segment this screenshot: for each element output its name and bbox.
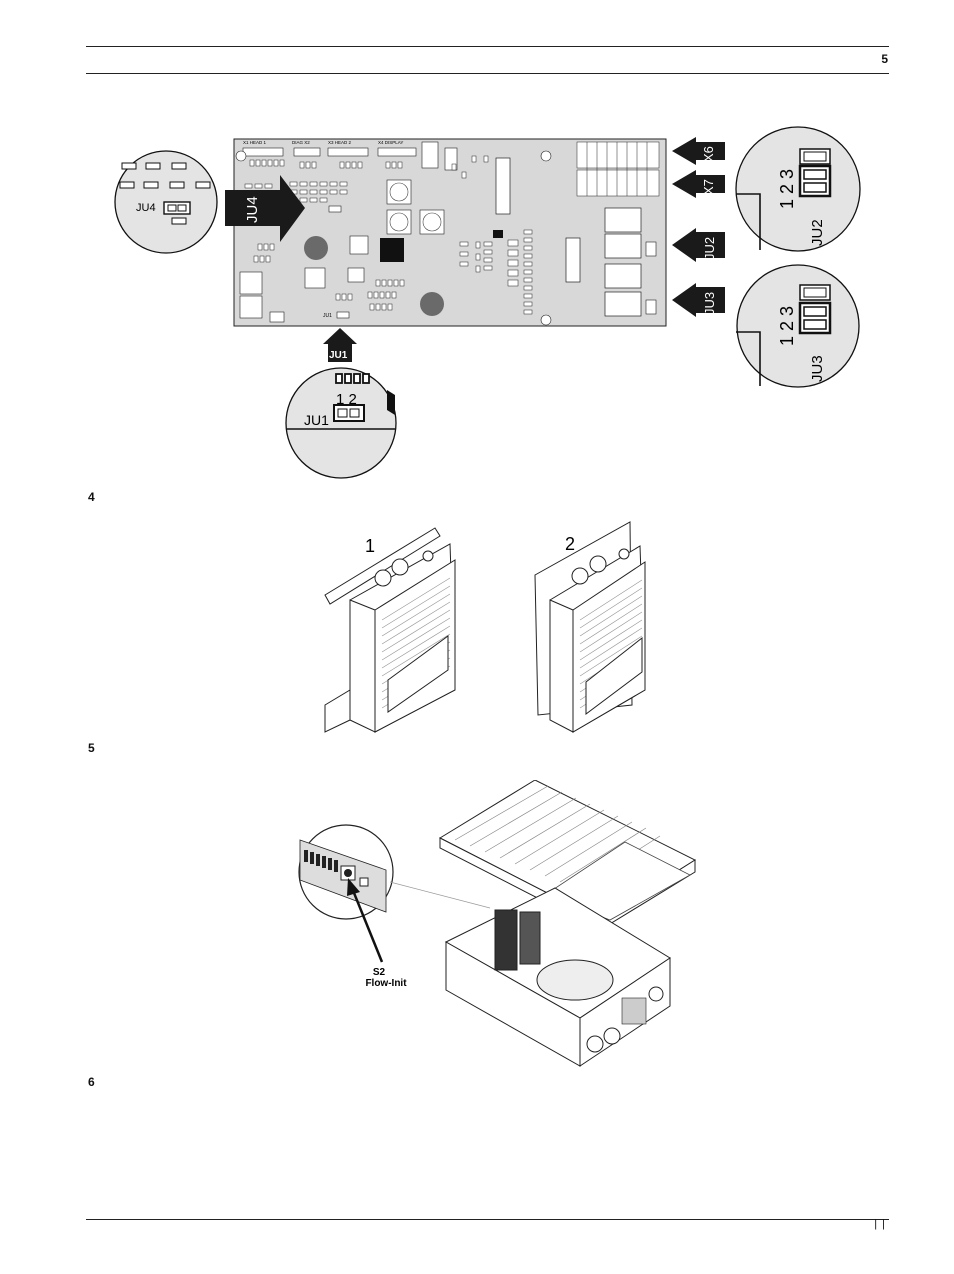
page-number: 5 <box>881 52 888 66</box>
ju3-magnifier: 1 2 3 JU3 <box>736 264 860 388</box>
ju4-arrow: JU4 <box>225 175 305 242</box>
s2-pointer <box>347 878 384 963</box>
header-rule-top <box>86 46 889 47</box>
board-header-2: DIAG X2 <box>292 140 310 145</box>
ju1-mag-label: JU1 <box>304 412 329 428</box>
ju2-mag-label: JU2 <box>809 219 826 246</box>
ju1-board-label: JU1 <box>323 313 332 319</box>
ju4-mag-label: JU4 <box>136 202 156 214</box>
x7-label: X7 <box>701 179 716 195</box>
ju1-arrow: JU1 <box>323 328 357 362</box>
x6-label: X6 <box>701 146 716 162</box>
figure-4-number: 4 <box>88 490 95 504</box>
unit-2-label: 2 <box>565 534 575 554</box>
footer-rule <box>86 1219 889 1220</box>
x7-arrow: X7 <box>672 170 725 198</box>
figure-6-number: 6 <box>88 1075 95 1089</box>
s2-label: S2 <box>373 967 386 978</box>
ju4-arrow-label: JU4 <box>244 196 261 223</box>
ju2-label: JU2 <box>702 237 717 260</box>
ju2-magnifier: 1 2 3 JU2 <box>735 126 861 252</box>
board-header-3: X3 HEAD 2 <box>328 140 352 145</box>
board-header-4: X4 DISPLAY <box>378 140 403 145</box>
ju3-label: JU3 <box>702 292 717 315</box>
figure-5-number: 5 <box>88 741 95 755</box>
figure-6-open-housing: S2 Flow-Init <box>298 780 697 1067</box>
figure-4-circuit-board: JU4 X1 HEAD 1 DIAG X2 X3 HEAD 2 X4 DISPL… <box>114 126 861 479</box>
s2-magnifier <box>298 824 394 920</box>
footer-mark: | | <box>874 1218 886 1230</box>
unit-1-label: 1 <box>365 536 375 556</box>
ju1-pins: 1 2 <box>336 391 357 408</box>
ju3-pins: 1 2 3 <box>777 306 797 346</box>
circuit-board: X1 HEAD 1 DIAG X2 X3 HEAD 2 X4 DISPLAY <box>233 138 667 327</box>
ju3-mag-label: JU3 <box>809 355 826 382</box>
ju1-arrow-label: JU1 <box>329 350 348 361</box>
board-header-1: X1 HEAD 1 <box>243 140 267 145</box>
figure-5-wall-mount: 1 2 <box>324 521 646 733</box>
ju2-pins: 1 2 3 <box>777 169 797 209</box>
ju3-arrow: JU3 <box>672 283 725 317</box>
flow-init-label: Flow-Init <box>365 978 407 989</box>
unit-1-drawing <box>324 527 456 733</box>
x6-arrow: X6 <box>672 137 725 165</box>
ju2-arrow: JU2 <box>672 228 725 262</box>
ju1-magnifier: 1 2 JU1 <box>285 367 397 479</box>
housing-base <box>444 887 671 1067</box>
ju4-magnifier: JU4 <box>114 150 218 254</box>
header-rule-bottom <box>86 73 889 74</box>
unit-2-drawing <box>534 521 646 733</box>
